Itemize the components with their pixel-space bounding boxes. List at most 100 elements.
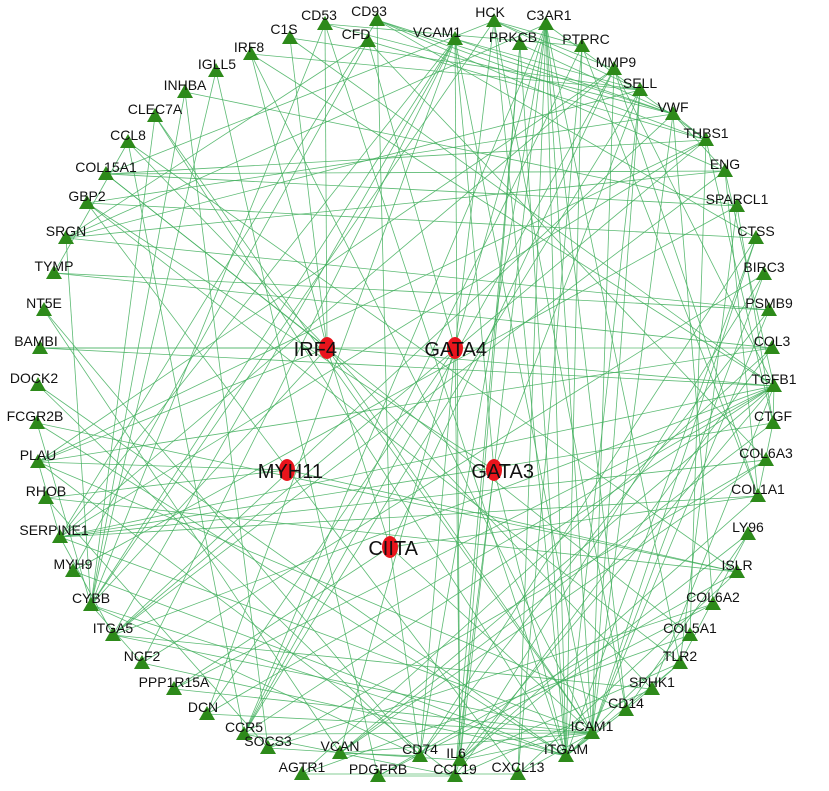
gene-node-prkcb[interactable]: PRKCB <box>489 29 537 50</box>
gene-node-dcn[interactable]: DCN <box>188 699 218 720</box>
node-label: C1S <box>270 21 297 37</box>
gene-node-vcam1[interactable]: VCAM1 <box>413 24 463 45</box>
gene-node-cybb[interactable]: CYBB <box>72 590 110 611</box>
gene-node-col6a2[interactable]: COL6A2 <box>686 589 740 610</box>
edge-gbp2-cxcl13 <box>86 202 519 775</box>
gene-node-itga5[interactable]: ITGA5 <box>93 620 134 641</box>
node-label: IRF8 <box>234 39 265 55</box>
gene-node-igll5[interactable]: IGLL5 <box>198 56 236 77</box>
gene-node-il6[interactable]: IL6 <box>446 745 468 766</box>
gene-node-ccr5[interactable]: CCR5 <box>225 719 263 740</box>
edge-tgfb1-il6 <box>459 385 775 761</box>
edges-layer <box>36 19 775 777</box>
gene-node-ncf2[interactable]: NCF2 <box>124 648 161 669</box>
gene-node-thbs1[interactable]: THBS1 <box>683 125 729 146</box>
gene-node-icam1[interactable]: ICAM1 <box>571 718 614 739</box>
gene-node-col1a1[interactable]: COL1A1 <box>731 481 785 502</box>
edge-tgfb1-serpine1 <box>59 385 775 538</box>
edge-ccr5-icam1 <box>243 732 593 735</box>
gene-node-vcan[interactable]: VCAN <box>321 738 360 759</box>
triangle-icon <box>558 748 574 762</box>
gene-node-sparcl1[interactable]: SPARCL1 <box>706 191 769 212</box>
triangle-icon <box>332 745 348 759</box>
gene-node-plau[interactable]: PLAU <box>20 447 57 468</box>
gene-node-socs3[interactable]: SOCS3 <box>244 733 292 754</box>
gene-node-islr[interactable]: ISLR <box>721 557 753 578</box>
gene-node-serpine1[interactable]: SERPINE1 <box>19 522 89 543</box>
gene-node-dock2[interactable]: DOCK2 <box>10 370 58 391</box>
triangle-icon <box>717 163 733 177</box>
gene-node-cd14[interactable]: CD14 <box>608 695 644 716</box>
gene-node-ctgf[interactable]: CTGF <box>754 408 792 429</box>
gene-node-srgn[interactable]: SRGN <box>46 223 86 244</box>
gene-node-gbp2[interactable]: GBP2 <box>68 188 106 209</box>
triangle-icon <box>740 526 756 540</box>
edge-thbs1-ctgf <box>705 139 774 424</box>
gene-node-cd93[interactable]: CD93 <box>351 3 387 26</box>
triangle-icon <box>317 16 333 30</box>
gene-node-hck[interactable]: HCK <box>475 4 505 27</box>
gene-node-sell[interactable]: SELL <box>623 75 657 96</box>
gene-node-mmp9[interactable]: MMP9 <box>596 54 637 75</box>
gene-node-pdgfrb[interactable]: PDGFRB <box>349 761 407 782</box>
triangle-icon <box>672 655 688 669</box>
gene-node-irf8[interactable]: IRF8 <box>234 39 265 60</box>
gene-node-ppp1r15a[interactable]: PPP1R15A <box>139 674 210 695</box>
gene-node-nt5e[interactable]: NT5E <box>26 295 62 316</box>
gene-node-cd53[interactable]: CD53 <box>301 7 337 30</box>
gene-node-vwf[interactable]: VWF <box>657 99 689 120</box>
gene-node-ccl19[interactable]: CCL19 <box>433 761 477 782</box>
tf-node-ciita[interactable]: CIITA <box>368 536 419 560</box>
gene-node-bambi[interactable]: BAMBI <box>14 333 58 354</box>
gene-node-cxcl13[interactable]: CXCL13 <box>492 759 545 780</box>
edge-igll5-cybb <box>90 70 217 606</box>
node-label: CD93 <box>351 3 387 19</box>
node-label: PDGFRB <box>349 761 407 777</box>
tf-node-irf4[interactable]: IRF4 <box>294 337 337 361</box>
node-label: COL5A1 <box>663 620 717 636</box>
gene-node-eng[interactable]: ENG <box>710 156 740 177</box>
gene-node-agtr1[interactable]: AGTR1 <box>279 759 326 780</box>
node-label: HCK <box>475 4 505 20</box>
triangle-icon <box>236 726 252 740</box>
gene-node-tgfb1[interactable]: TGFB1 <box>751 371 797 392</box>
edge-psmb9-cd74 <box>419 309 770 757</box>
triangle-icon <box>32 340 48 354</box>
gene-node-sphk1[interactable]: SPHK1 <box>629 674 675 695</box>
triangle-icon <box>756 266 772 280</box>
edge-vcam1-dcn <box>206 38 456 715</box>
tf-node-myh11[interactable]: MYH11 <box>258 459 323 483</box>
edge-cybb-cd74 <box>90 604 421 757</box>
gene-node-col3[interactable]: COL3 <box>754 333 791 354</box>
gene-node-myh9[interactable]: MYH9 <box>54 556 93 577</box>
gene-node-inhba[interactable]: INHBA <box>164 77 207 98</box>
gene-node-tymp[interactable]: TYMP <box>35 258 74 279</box>
gene-node-clec7a[interactable]: CLEC7A <box>128 101 183 122</box>
triangle-icon <box>30 454 46 468</box>
edge-plau-ccl19 <box>37 461 456 777</box>
triangle-icon <box>65 563 81 577</box>
gene-node-ly96[interactable]: LY96 <box>732 519 764 540</box>
tf-node-gata4[interactable]: GATA4 <box>424 337 487 361</box>
gene-node-tlr2[interactable]: TLR2 <box>663 648 697 669</box>
tf-node-gata3[interactable]: GATA3 <box>471 459 534 483</box>
gene-node-cd74[interactable]: CD74 <box>402 741 438 762</box>
gene-node-fcgr2b[interactable]: FCGR2B <box>7 408 64 429</box>
gene-node-c3ar1[interactable]: C3AR1 <box>526 7 572 30</box>
gene-node-ccl8[interactable]: CCL8 <box>110 127 146 148</box>
gene-node-rhob[interactable]: RHOB <box>26 483 66 504</box>
gene-node-c1s[interactable]: C1S <box>270 21 298 44</box>
edge-cfd-srgn <box>65 40 369 239</box>
gene-node-birc3[interactable]: BIRC3 <box>743 259 785 280</box>
triangle-icon <box>282 30 298 44</box>
gene-node-itgam[interactable]: ITGAM <box>544 741 588 762</box>
gene-node-psmb9[interactable]: PSMB9 <box>745 295 793 316</box>
gene-node-cfd[interactable]: CFD <box>342 26 376 47</box>
node-label: LY96 <box>732 519 764 535</box>
gene-node-ptprc[interactable]: PTPRC <box>562 31 610 52</box>
gene-node-col5a1[interactable]: COL5A1 <box>663 620 717 641</box>
gene-node-col15a1[interactable]: COL15A1 <box>75 159 137 180</box>
edge-hck-col15a1 <box>105 20 495 175</box>
gene-node-ctss[interactable]: CTSS <box>737 223 775 244</box>
gene-node-col6a3[interactable]: COL6A3 <box>739 445 793 466</box>
